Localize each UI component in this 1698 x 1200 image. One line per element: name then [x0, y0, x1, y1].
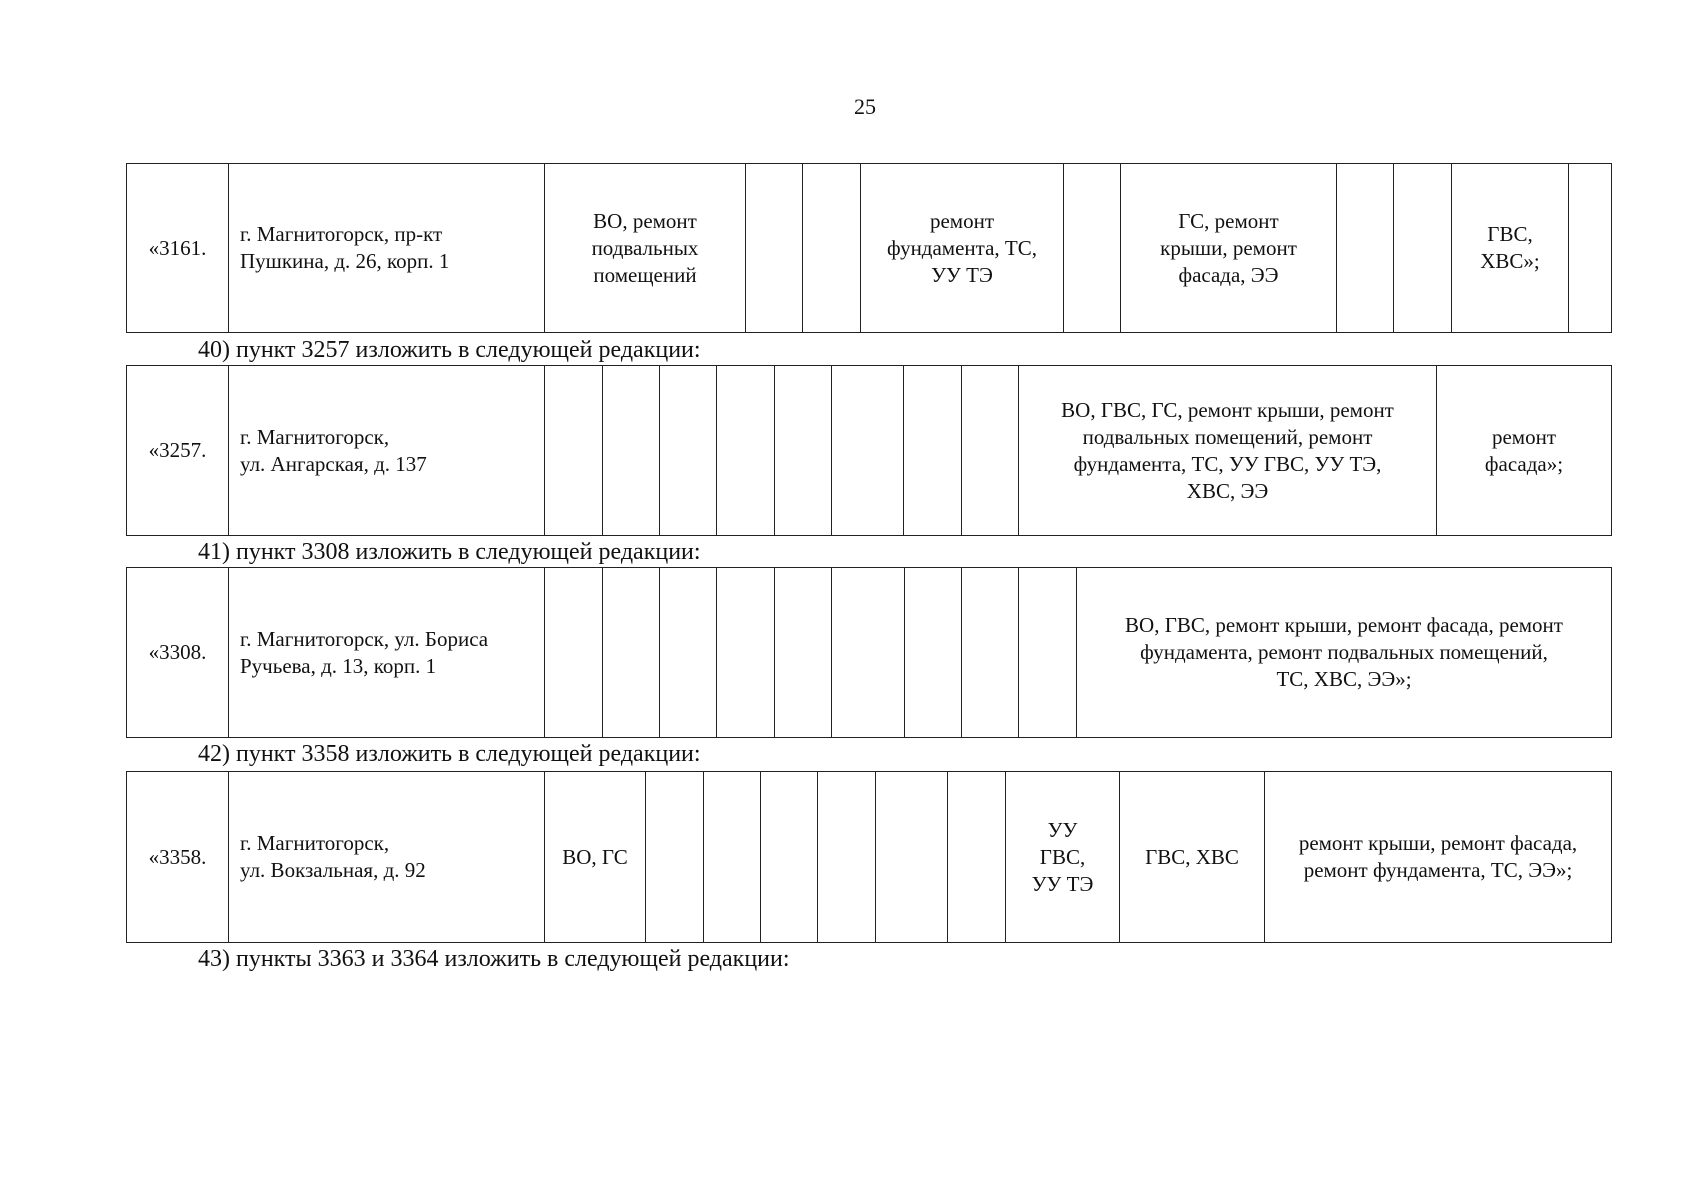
empty-cell: [904, 567, 962, 738]
address-cell: г. Магнитогорск, ул. Бориса Ручьева, д. …: [228, 567, 545, 738]
table-row-3161: «3161. г. Магнитогорск, пр-кт Пушкина, д…: [126, 163, 1612, 333]
empty-cell: [903, 365, 962, 536]
table-row-3358: «3358. г. Магнитогорск, ул. Вокзальная, …: [126, 771, 1612, 943]
work-line: фундамента, ремонт подвальных помещений,: [1140, 640, 1548, 664]
empty-cell: [961, 365, 1019, 536]
address-line: Ручьева, д. 13, корп. 1: [240, 653, 437, 678]
address-line: ул. Ангарская, д. 137: [240, 451, 427, 476]
empty-cell: [817, 771, 876, 943]
work-line: фасада»;: [1484, 451, 1564, 476]
work-line: УУ: [1047, 817, 1078, 842]
work-cell: ГВС, ХВС: [1119, 771, 1265, 943]
empty-cell: [1393, 163, 1452, 333]
empty-cell: [544, 365, 603, 536]
empty-cell: [1063, 163, 1121, 333]
empty-cell: [1018, 567, 1077, 738]
work-line: помещений: [593, 262, 697, 287]
address-cell: г. Магнитогорск, пр-кт Пушкина, д. 26, к…: [228, 163, 545, 333]
empty-cell: [602, 567, 660, 738]
empty-cell: [659, 365, 717, 536]
work-line: ХВС»;: [1480, 249, 1540, 273]
work-line: подвальных: [591, 235, 699, 260]
work-cell: ремонт фасада»;: [1436, 365, 1612, 536]
empty-cell: [802, 163, 861, 333]
item-number: «3161.: [126, 163, 229, 333]
table-row-3257: «3257. г. Магнитогорск, ул. Ангарская, д…: [126, 365, 1612, 536]
address-line: ул. Вокзальная, д. 92: [240, 858, 426, 882]
address-line: г. Магнитогорск, ул. Бориса: [240, 626, 489, 651]
table-row-3308: «3308. г. Магнитогорск, ул. Бориса Ручье…: [126, 567, 1612, 738]
address-line: г. Магнитогорск,: [240, 424, 390, 449]
work-cell: ГВС, ХВС»;: [1451, 163, 1569, 333]
empty-cell: [1568, 163, 1612, 333]
address-line: г. Магнитогорск, пр-кт: [240, 222, 443, 246]
empty-cell: [645, 771, 704, 943]
empty-cell: [1336, 163, 1394, 333]
instruction-42: 42) пункт 3358 изложить в следующей реда…: [198, 741, 701, 767]
work-line: УУ ТЭ: [1031, 871, 1094, 896]
work-line: фасада, ЭЭ: [1178, 262, 1279, 287]
empty-cell: [544, 567, 603, 738]
item-number: «3358.: [126, 771, 229, 943]
item-number: «3257.: [126, 365, 229, 536]
work-line: ВО, ГВС, ремонт крыши, ремонт фасада, ре…: [1125, 613, 1563, 637]
instruction-40: 40) пункт 3257 изложить в следующей реда…: [198, 337, 701, 363]
work-line: ремонт крыши, ремонт фасада,: [1298, 831, 1578, 855]
work-line: ХВС, ЭЭ: [1186, 478, 1269, 503]
empty-cell: [745, 163, 803, 333]
empty-cell: [875, 771, 948, 943]
empty-cell: [831, 567, 905, 738]
work-cell: ГС, ремонт крыши, ремонт фасада, ЭЭ: [1120, 163, 1337, 333]
work-line: подвальных помещений, ремонт: [1082, 424, 1373, 449]
item-number: «3308.: [126, 567, 229, 738]
work-line: фундамента, ТС,: [886, 235, 1037, 260]
empty-cell: [774, 567, 832, 738]
address-cell: г. Магнитогорск, ул. Вокзальная, д. 92: [228, 771, 545, 943]
work-line: ТС, ХВС, ЭЭ»;: [1276, 667, 1412, 691]
address-line: г. Магнитогорск,: [240, 831, 390, 855]
work-line: фундамента, ТС, УУ ГВС, УУ ТЭ,: [1073, 451, 1382, 476]
empty-cell: [760, 771, 818, 943]
work-cell: ВО, ГС: [544, 771, 646, 943]
work-line: ремонт: [1491, 424, 1557, 449]
address-cell: г. Магнитогорск, ул. Ангарская, д. 137: [228, 365, 545, 536]
work-cell: УУ ГВС, УУ ТЭ: [1005, 771, 1120, 943]
work-line: ремонт фундамента, ТС, ЭЭ»;: [1303, 858, 1573, 882]
work-line: крыши, ремонт: [1160, 235, 1297, 260]
work-cell: ремонт крыши, ремонт фасада, ремонт фунд…: [1264, 771, 1612, 943]
work-line: ГВС,: [1039, 844, 1086, 869]
empty-cell: [659, 567, 717, 738]
empty-cell: [774, 365, 832, 536]
instruction-43: 43) пункты 3363 и 3364 изложить в следую…: [198, 946, 790, 972]
empty-cell: [961, 567, 1019, 738]
empty-cell: [947, 771, 1006, 943]
work-line: ГС, ремонт: [1178, 208, 1279, 233]
empty-cell: [831, 365, 904, 536]
work-line: ВО, ГВС, ГС, ремонт крыши, ремонт: [1061, 397, 1394, 422]
empty-cell: [716, 365, 775, 536]
work-line: ГВС,: [1487, 222, 1533, 246]
empty-cell: [716, 567, 775, 738]
instruction-41: 41) пункт 3308 изложить в следующей реда…: [198, 539, 701, 565]
empty-cell: [703, 771, 761, 943]
work-line: УУ ТЭ: [931, 262, 993, 287]
work-cell: ВО, ГВС, ремонт крыши, ремонт фасада, ре…: [1076, 567, 1612, 738]
work-line: ремонт: [929, 208, 995, 233]
work-cell: ремонт фундамента, ТС, УУ ТЭ: [860, 163, 1064, 333]
work-line: ВО, ремонт: [593, 208, 697, 233]
empty-cell: [602, 365, 660, 536]
work-cell: ВО, ремонт подвальных помещений: [544, 163, 746, 333]
work-cell: ВО, ГВС, ГС, ремонт крыши, ремонт подвал…: [1018, 365, 1437, 536]
page-number: 25: [854, 94, 876, 119]
address-line: Пушкина, д. 26, корп. 1: [240, 249, 450, 273]
